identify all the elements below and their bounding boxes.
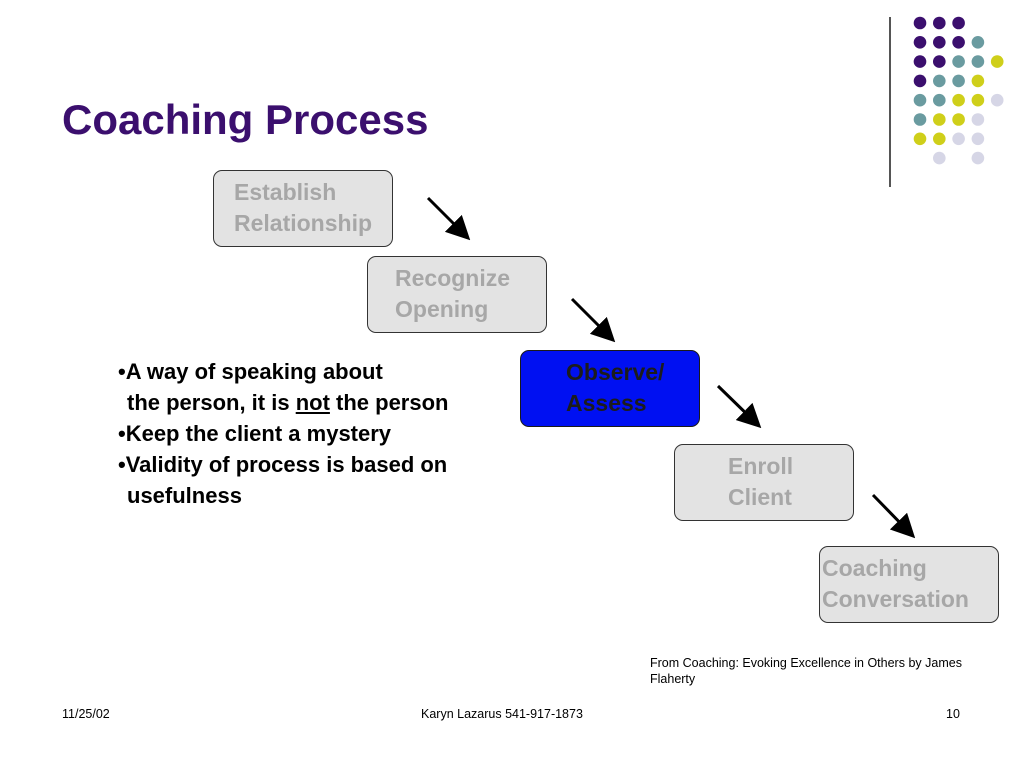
arrow-3 [716, 384, 762, 429]
decorative-dot [913, 132, 927, 146]
decorative-dot [971, 36, 985, 49]
decorative-dot [952, 36, 965, 49]
decorative-dot [933, 151, 946, 165]
decorative-dot [933, 36, 946, 49]
step-recognize-opening: Recognize Opening [367, 256, 547, 333]
bullet-text: the person [329, 390, 449, 415]
step-label-line1: Coaching [822, 555, 927, 581]
decorative-dot [913, 113, 927, 126]
step-observe-assess: Observe/ Assess [520, 350, 700, 427]
bullet-1-line2: the person, it is not the person [118, 387, 448, 418]
step-label-line2: Conversation [822, 586, 969, 612]
step-label-line1: Enroll [728, 453, 794, 479]
step-label-line2: Opening [395, 296, 489, 322]
decorative-dot [913, 93, 927, 107]
decorative-dot [913, 55, 927, 68]
bullet-list: •A way of speaking about the person, it … [118, 356, 448, 511]
decorative-dot [952, 74, 965, 88]
arrow-4 [871, 493, 916, 539]
decorative-dot [933, 16, 946, 30]
decorative-dot [971, 151, 985, 165]
decorative-dot [971, 93, 985, 107]
bullet-text: the person, it is [127, 390, 296, 415]
step-label-line1: Observe/ [566, 359, 665, 385]
bullet-emphasis: not [295, 390, 330, 415]
step-establish-relationship: Establish Relationship [213, 170, 393, 247]
decorative-dot [913, 16, 927, 30]
bullet-3-line1: •Validity of process is based on [118, 452, 448, 477]
decorative-divider [889, 17, 891, 187]
decorative-dot [952, 16, 965, 30]
decorative-dot [952, 55, 965, 68]
step-label-line2: Client [728, 484, 792, 510]
step-label-line2: Assess [566, 390, 647, 416]
decorative-dot [971, 55, 985, 68]
bullet-3-line2: usefulness [127, 483, 242, 508]
decorative-dot [952, 132, 965, 146]
decorative-dot [913, 74, 927, 88]
decorative-dot [990, 55, 1004, 68]
decorative-dot [933, 132, 946, 146]
footer-author: Karyn Lazarus 541-917-1873 [421, 707, 583, 721]
footer-date: 11/25/02 [62, 707, 110, 721]
step-label-line1: Recognize [395, 265, 511, 291]
decorative-dot [933, 74, 946, 88]
decorative-dot [952, 93, 965, 107]
source-citation: From Coaching: Evoking Excellence in Oth… [650, 656, 962, 686]
slide-title: Coaching Process [62, 96, 429, 143]
arrow-2 [570, 297, 616, 343]
step-enroll-client: Enroll Client [674, 444, 854, 521]
decorative-dot [933, 55, 946, 68]
bullet-1-line1: •A way of speaking about [118, 359, 383, 384]
decorative-dot-grid [913, 16, 1004, 165]
step-coaching-conversation: Coaching Conversation [819, 546, 999, 623]
decorative-dot [933, 93, 946, 107]
decorative-dot [933, 113, 946, 126]
decorative-dot [990, 93, 1004, 107]
step-label-line1: Establish [234, 179, 337, 205]
arrow-1 [426, 196, 471, 241]
decorative-dot [971, 132, 985, 146]
decorative-dot [913, 36, 927, 49]
bullet-2: •Keep the client a mystery [118, 421, 392, 446]
decorative-dot [971, 113, 985, 126]
footer-page-number: 10 [946, 707, 960, 721]
decorative-dot [952, 113, 965, 126]
step-label-line2: Relationship [234, 210, 373, 236]
decorative-dot [971, 74, 985, 88]
